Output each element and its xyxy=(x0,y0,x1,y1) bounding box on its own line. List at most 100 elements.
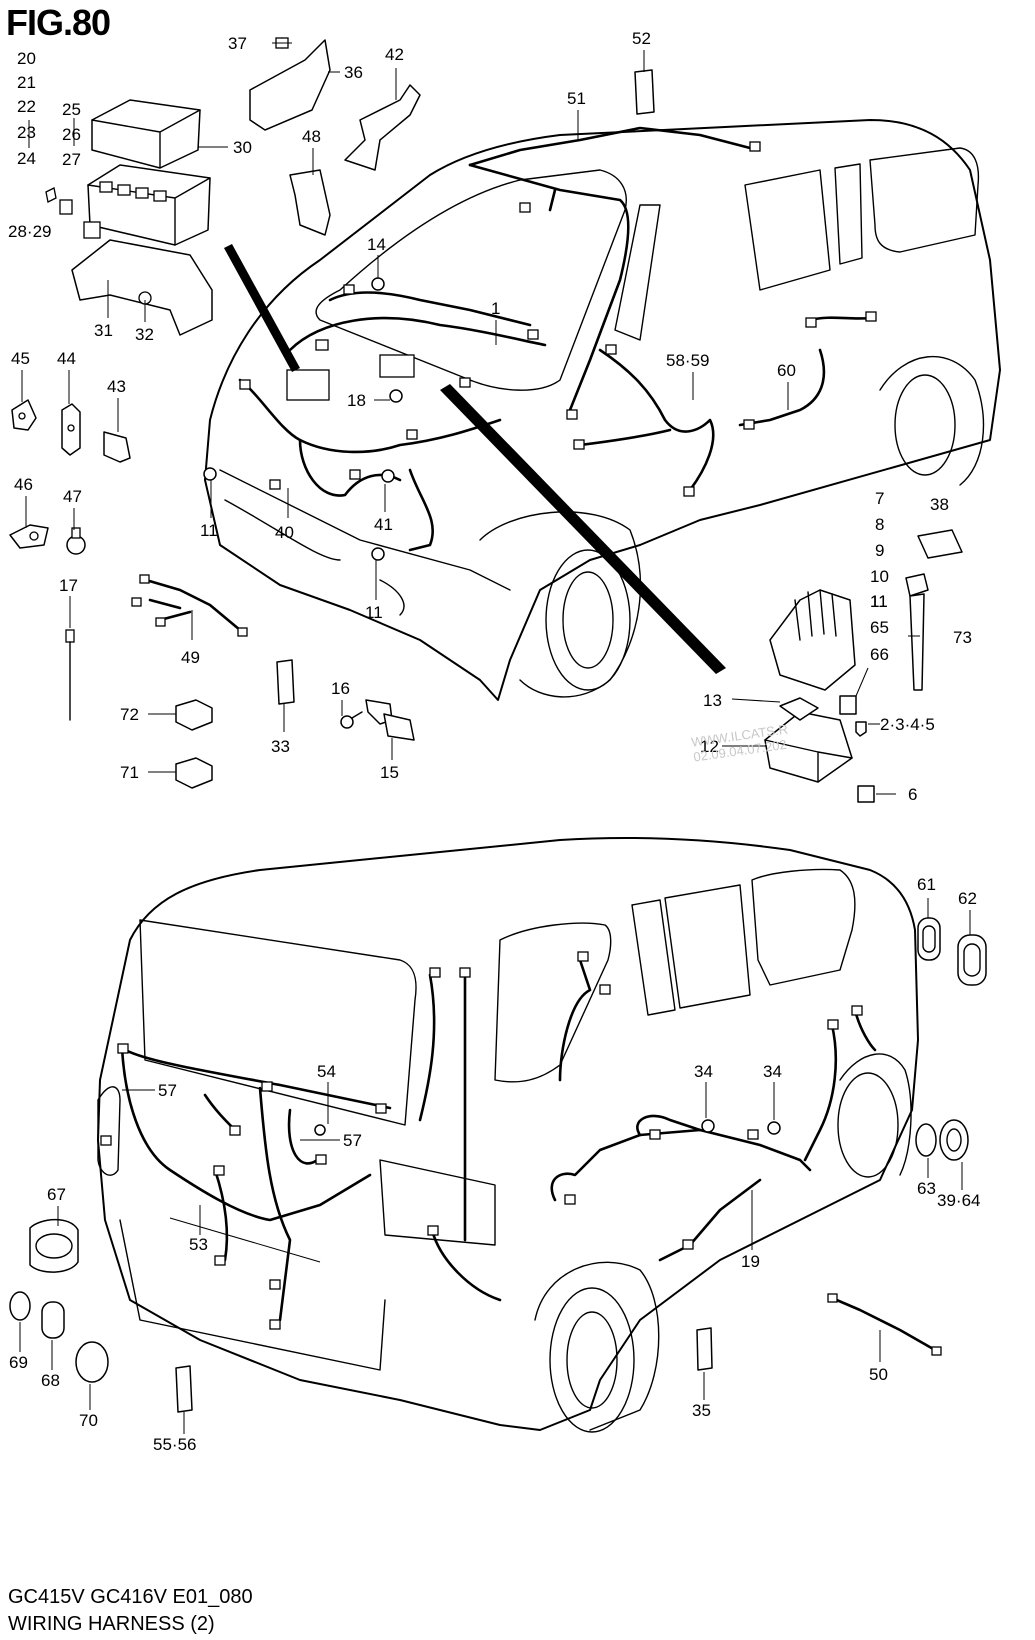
callout-53: 53 xyxy=(189,1235,208,1254)
callout-15: 15 xyxy=(380,763,399,782)
callout-36: 36 xyxy=(344,63,363,82)
callout-34-a: 34 xyxy=(694,1062,713,1081)
cap-70 xyxy=(75,1341,109,1383)
label-38 xyxy=(917,529,963,559)
bracket-15 xyxy=(365,699,415,741)
callout-25: 25 xyxy=(62,100,81,119)
callout-65: 65 xyxy=(870,618,889,637)
relay-box-cover xyxy=(91,99,201,169)
grommet-47 xyxy=(66,527,86,555)
label-33 xyxy=(276,659,295,705)
callout-17: 17 xyxy=(59,576,78,595)
junction-connector-block xyxy=(769,589,856,691)
bracket-44 xyxy=(61,403,81,456)
callout-labels: 20 21 22 23 24 25 26 27 28·29 30 31 32 3… xyxy=(8,29,980,1454)
callout-2-3-4-5: 2·3·4·5 xyxy=(880,715,935,734)
callout-8: 8 xyxy=(875,515,884,534)
callout-31: 31 xyxy=(94,321,113,340)
screw-54 xyxy=(314,1124,326,1136)
relay-72 xyxy=(175,699,213,731)
callout-9: 9 xyxy=(875,541,884,560)
bracket-36 xyxy=(249,37,331,131)
grommet-69 xyxy=(9,1291,31,1321)
callout-47: 47 xyxy=(63,487,82,506)
grommet-39-64 xyxy=(939,1119,969,1161)
callout-73: 73 xyxy=(953,628,972,647)
harness-49 xyxy=(131,574,248,637)
callout-54: 54 xyxy=(317,1062,336,1081)
callout-22: 22 xyxy=(17,97,36,116)
cable-tie-17 xyxy=(65,629,75,721)
callout-45: 45 xyxy=(11,349,30,368)
callout-39-64: 39·64 xyxy=(937,1191,980,1210)
figure-title: FIG.80 xyxy=(6,2,111,43)
callout-58-59: 58·59 xyxy=(666,351,709,370)
grommet-67 xyxy=(29,1218,79,1273)
callout-34-b: 34 xyxy=(763,1062,782,1081)
fuse-2-5 xyxy=(855,721,867,737)
callout-49: 49 xyxy=(181,648,200,667)
callout-12: 12 xyxy=(700,737,719,756)
callout-11-b: 11 xyxy=(365,603,383,622)
front-vehicle-illustration xyxy=(204,119,1001,701)
callout-11-a: 11 xyxy=(200,521,218,540)
bracket-43 xyxy=(103,431,131,463)
callout-13: 13 xyxy=(703,691,722,710)
callout-43: 43 xyxy=(107,377,126,396)
callout-24: 24 xyxy=(17,149,36,168)
relay-66 xyxy=(839,695,857,715)
callout-26: 26 xyxy=(62,125,81,144)
callout-33: 33 xyxy=(271,737,290,756)
callout-50: 50 xyxy=(869,1365,888,1384)
callout-68: 68 xyxy=(41,1371,60,1390)
callout-69: 69 xyxy=(9,1353,28,1372)
callout-38: 38 xyxy=(930,495,949,514)
label-35 xyxy=(696,1327,713,1371)
callout-14: 14 xyxy=(367,235,386,254)
leader-lines xyxy=(19,42,971,1434)
callout-57-a: 57 xyxy=(158,1081,177,1100)
label-55-56 xyxy=(175,1365,193,1413)
bolt-18 xyxy=(389,389,403,403)
callout-42: 42 xyxy=(385,45,404,64)
callout-6: 6 xyxy=(908,785,917,804)
callout-63: 63 xyxy=(917,1179,936,1198)
label-52 xyxy=(634,69,655,115)
grommet-63 xyxy=(915,1123,937,1157)
callout-72: 72 xyxy=(120,705,139,724)
callout-71: 71 xyxy=(120,763,139,782)
relay-box-bracket xyxy=(45,187,213,336)
callout-28-29: 28·29 xyxy=(8,222,51,241)
callout-70: 70 xyxy=(79,1411,98,1430)
callout-10: 10 xyxy=(870,567,889,586)
fuse-box-13 xyxy=(779,697,819,721)
callout-46: 46 xyxy=(14,475,33,494)
callout-23: 23 xyxy=(17,123,36,142)
callout-48: 48 xyxy=(302,127,321,146)
callout-11-d: 11 xyxy=(870,592,888,611)
callout-67: 67 xyxy=(47,1185,66,1204)
fuse-6 xyxy=(857,785,875,803)
callout-21: 21 xyxy=(17,73,36,92)
bracket-48 xyxy=(289,169,331,236)
bracket-45 xyxy=(11,399,37,431)
callout-37: 37 xyxy=(228,34,247,53)
relay-box xyxy=(87,164,211,246)
callout-40: 40 xyxy=(275,523,294,542)
bolts-11 xyxy=(203,467,395,561)
bolt-14 xyxy=(371,277,385,291)
callout-18: 18 xyxy=(347,391,366,410)
callout-1: 1 xyxy=(491,299,500,318)
screw-16 xyxy=(340,711,363,729)
callout-7: 7 xyxy=(875,489,884,508)
callout-66: 66 xyxy=(870,645,889,664)
callout-30: 30 xyxy=(233,138,252,157)
callout-61: 61 xyxy=(917,875,936,894)
cable-tie-73 xyxy=(905,573,929,691)
callout-60: 60 xyxy=(777,361,796,380)
callout-57-b: 57 xyxy=(343,1131,362,1150)
callout-32: 32 xyxy=(135,325,154,344)
relay-71 xyxy=(175,757,213,789)
callout-51: 51 xyxy=(567,89,586,108)
